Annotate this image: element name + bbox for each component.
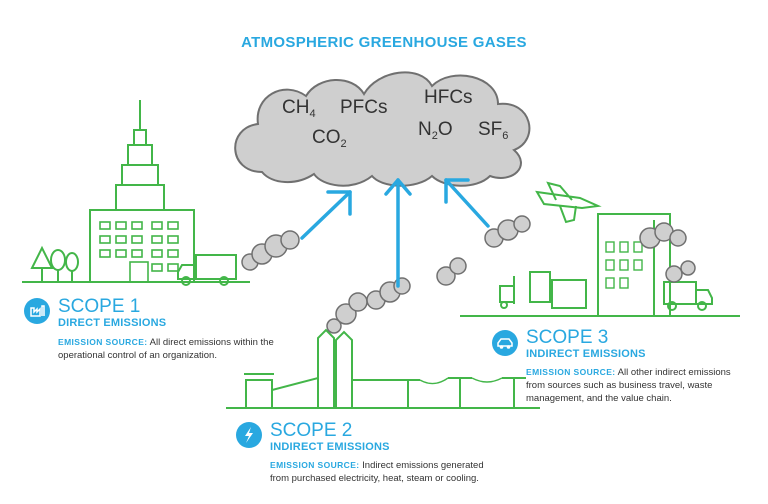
gas-co2: CO2 [312, 127, 347, 150]
page-title: ATMOSPHERIC GREENHOUSE GASES [241, 34, 527, 51]
factory-icon [24, 298, 50, 324]
scope-1-description: EMISSION SOURCE: All direct emissions wi… [58, 337, 274, 361]
gas-hfcs: HFCs [424, 87, 473, 108]
arrows [300, 178, 490, 288]
forklift [499, 276, 515, 309]
gas-n2o: N2O [418, 119, 453, 142]
warehouse [529, 271, 587, 309]
scope-2-title: SCOPE 2 [270, 420, 353, 441]
skyscraper-windows [99, 150, 179, 283]
scope-3-title: SCOPE 3 [526, 327, 609, 348]
lightning-icon [236, 422, 262, 448]
scope-2-subtitle: INDIRECT EMISSIONS [270, 441, 390, 453]
truck-1 [177, 254, 237, 286]
scope-1-title: SCOPE 1 [58, 296, 141, 317]
car-icon [492, 330, 518, 356]
smoke [241, 215, 696, 334]
scope-2-description: EMISSION SOURCE: Indirect emissions gene… [270, 460, 484, 484]
gas-ch4: CH4 [282, 97, 316, 120]
scope-3-subtitle: INDIRECT EMISSIONS [526, 348, 646, 360]
truck-3 [663, 281, 713, 311]
trees [30, 245, 79, 282]
gas-cloud [234, 71, 531, 187]
scope-1-subtitle: DIRECT EMISSIONS [58, 317, 167, 329]
plane [535, 181, 602, 224]
gas-pfcs: PFCs [340, 97, 388, 118]
gas-sf6: SF6 [478, 119, 509, 142]
scope-3-description: EMISSION SOURCE: All other indirect emis… [526, 367, 731, 404]
power-lines [398, 377, 526, 408]
